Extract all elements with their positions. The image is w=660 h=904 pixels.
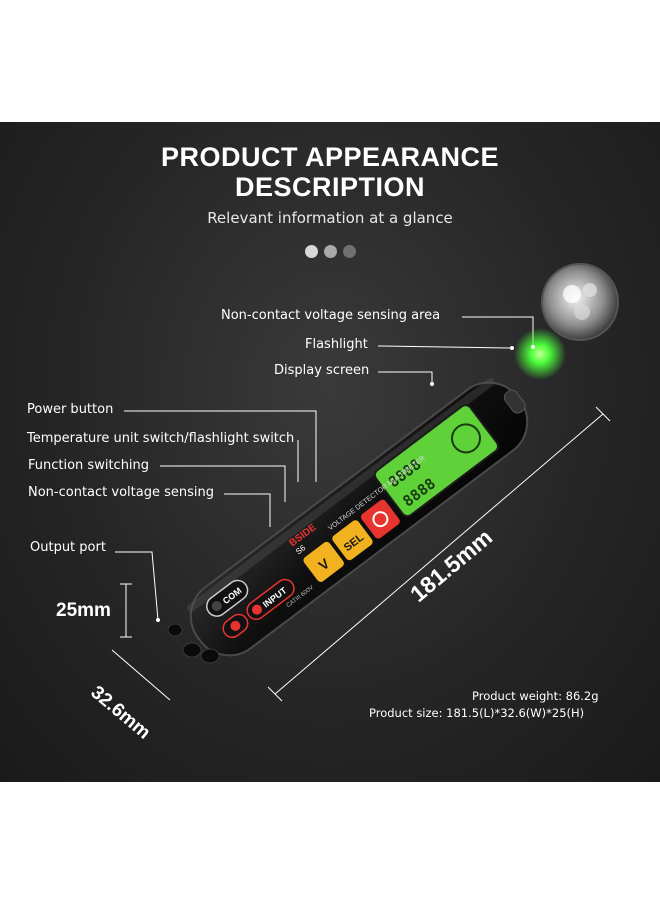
title-line-2: DESCRIPTION [234,172,426,202]
sel-button [332,520,373,561]
dim-width-line [111,649,171,701]
lens-magnifier [541,263,619,341]
callout-temp-switch: Temperature unit switch/flashlight switc… [27,431,295,446]
callout-sensing-area: Non-contact voltage sensing area [221,308,441,323]
ncv-button [303,541,344,582]
carousel-dot-3[interactable] [342,245,356,258]
callout-display: Display screen [274,363,370,378]
device-body: 8888 8888 SEL V VOLTAGE DETECTOR MULTIME… [186,377,529,657]
subtitle: Relevant information at a glance [207,209,453,227]
carousel-dot-1[interactable] [304,245,318,258]
dim-length-line [274,413,604,695]
callout-ncv: Non-contact voltage sensing [28,485,214,500]
display-screen [373,404,500,518]
dim-height: 25mm [56,600,111,621]
title-line-1: PRODUCT APPEARANCE [160,142,500,172]
callout-power: Power button [27,402,114,417]
leader-ncv [224,493,271,527]
leader-display [378,371,433,384]
spec-weight: Product weight: 86.2g [472,689,599,703]
product-panel: PRODUCT APPEARANCE DESCRIPTION Relevant … [0,122,660,782]
flashlight-glow [514,328,566,380]
carousel-dots [0,245,660,258]
power-button [360,499,400,539]
callout-output: Output port [30,540,106,555]
multimeter-illustration: 8888 8888 SEL V VOLTAGE DETECTOR MULTIME… [111,263,619,702]
carousel-dot-2[interactable] [323,245,337,258]
bottom-ports [167,623,220,664]
leader-power [124,410,317,482]
spec-size: Product size: 181.5(L)*32.6(W)*25(H) [369,706,585,720]
leader-output [115,551,159,621]
callout-function: Function switching [28,458,150,473]
leader-flashlight [377,345,513,349]
leader-function [160,465,286,502]
callout-flashlight: Flashlight [305,337,368,352]
